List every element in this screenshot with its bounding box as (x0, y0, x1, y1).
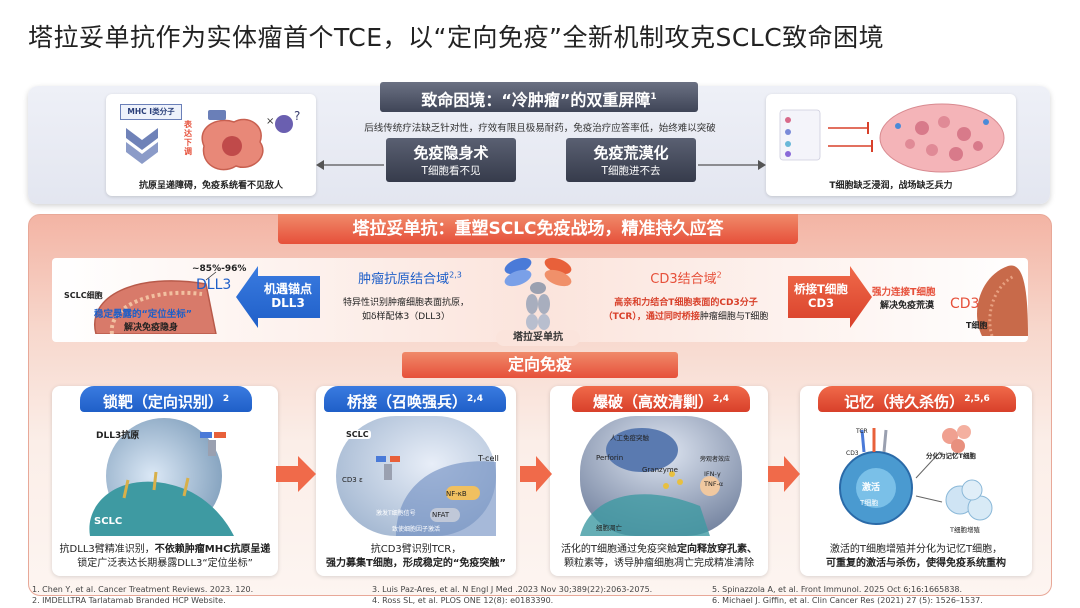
dilemma-heading: 致命困境：“冷肿瘤”的双重屏障1 (380, 82, 698, 112)
reference-6: 6. Michael J. Giffin, et al. Clin Cancer… (712, 596, 983, 605)
bridge-synapse-image (336, 416, 496, 536)
cd3e-label: CD3 ε (342, 476, 363, 484)
step-lock-title: 锁靶（定向识别）2 (80, 386, 252, 412)
svg-text:?: ? (294, 109, 300, 123)
reference-2: 2. IMDELLTRA Tarlatamab Branded HCP Webs… (32, 596, 226, 605)
right-mid-caption1: 强力连接T细胞 (872, 287, 936, 298)
dll3-label-left: DLL3 (196, 277, 232, 293)
sclc-label-step1: SCLC (94, 516, 123, 527)
directed-immunity-banner: 定向免疫 (402, 352, 678, 378)
immune-desert-box: 免疫荒漠化 T细胞进不去 (566, 138, 696, 182)
reference-1: 1. Chen Y, et al. Cancer Treatment Revie… (32, 585, 254, 594)
drug-label: 塔拉妥单抗 (496, 330, 580, 346)
step-bridge-caption: 抗CD3臂识别TCR， 强力募集T细胞，形成稳定的“免疫突触” (326, 544, 506, 569)
left-dilemma-caption: 抗原呈递障碍，免疫系统看不见敌人 (138, 181, 283, 191)
cd3-label-right: CD3 (950, 296, 980, 312)
step-bridge-title: 桥接（召唤强兵）2,4 (324, 386, 506, 412)
artificial-synapse-label: 人工免疫突触 (610, 434, 649, 442)
step-arrow-icon-3 (768, 456, 800, 492)
left-mid-caption2: 解决免疫隐身 (124, 323, 179, 333)
nfkb-label: NF-κB (446, 490, 467, 498)
dilemma-description: 后线传统疗法缺乏针对性，疗效有限且极易耐药，免疫治疗应答率低，始终难以突破 (364, 123, 716, 134)
tumor-antigen-domain-title: 肿瘤抗原结合域2,3 (358, 270, 462, 287)
tcell-label-step2: T-cell (478, 454, 499, 463)
reference-4: 4. Ross SL, et al. PLOS ONE 12(8): e0183… (372, 596, 554, 605)
sclc-label-step3: SCLC (724, 524, 741, 532)
cytokine-label: 致使细胞因子激活 (392, 526, 441, 533)
bridge-cd3-arrow (788, 266, 872, 328)
svg-text:×: × (266, 116, 274, 127)
sclc-cell-dll3-icon (93, 271, 217, 334)
ifn-label: IFN-γ (704, 470, 721, 478)
dll3-recognition-image (89, 418, 234, 536)
granzyme-label: Granzyme (642, 466, 678, 474)
bispecific-antibody-icon (504, 257, 572, 330)
proliferation-label: T细胞增殖 (950, 526, 980, 534)
tumor-cell-icon: × ? (201, 109, 300, 171)
left-mid-caption1: 稳定暴露的“定位坐标” (94, 309, 192, 320)
tcell-icon (977, 265, 1028, 336)
immune-invisibility-box: 免疫隐身术 T细胞看不见 (386, 138, 516, 182)
tumor-antigen-domain-desc: 特异性识别肿瘤细胞表面抗原， 如δ样配体3（DLL3） (342, 298, 469, 322)
immune-desert-sub: T细胞进不去 (601, 165, 661, 177)
bridge-cd3-label: 桥接T细胞 CD3 (794, 282, 848, 310)
step-memory-box (800, 386, 1032, 576)
nfat-label: NFAT (432, 511, 450, 519)
sclc-label-step2: SCLC (344, 430, 371, 439)
tcell-label-step4: T细胞 (860, 499, 879, 507)
antigen-presentation-illustration: MHC I类分子 × ? 表达下调 抗原呈递障碍，免疫系统看不见敌人 (106, 94, 316, 196)
cd3-label-step4: CD3 (846, 450, 859, 457)
step-memory-caption: 激活的T细胞增殖并分化为记忆T细胞， 可重复的激活与杀伤，使得免疫系统重构 (826, 544, 1006, 569)
page-title: 塔拉妥单抗作为实体瘤首个TCE，以“定向免疫”全新机制攻克SCLC致命困境 (28, 23, 885, 52)
immune-invisibility-sub: T细胞看不见 (421, 165, 481, 177)
mechanism-heading: 塔拉妥单抗：重塑SCLC免疫战场，精准持久应答 (278, 214, 798, 244)
anchor-dll3-arrow (236, 266, 320, 328)
immune-invisibility-title: 免疫隐身术 (413, 144, 489, 162)
cd3-domain-title: CD3结合域2 (650, 270, 722, 287)
right-dilemma-caption: T细胞缺乏浸润，战场缺乏兵力 (829, 181, 953, 191)
mhc-tag: MHC I类分子 (120, 104, 182, 120)
step-memory-title: 记忆（持久杀伤）2,5,6 (818, 386, 1016, 412)
tcell-label-right: T细胞 (966, 321, 988, 330)
apoptosis-label: 细胞凋亡 (596, 524, 622, 532)
step-lock-caption: 抗DLL3臂精准识别，不依赖肿瘤MHC抗原呈递 锁定广泛表达长期暴露DLL3“定… (59, 544, 271, 569)
downregulation-label: 表达下调 (184, 120, 192, 156)
perforin-label: Perforin (596, 454, 624, 462)
dll3-percentage: ~85%-96% (192, 264, 247, 274)
anchor-dll3-label: 机遇锚点 DLL3 (263, 282, 312, 310)
tcr-label: TCR (856, 428, 868, 435)
tcell-infiltration-illustration: T细胞缺乏浸润，战场缺乏兵力 (766, 94, 1016, 196)
step-arrow-icon-1 (276, 456, 316, 492)
right-mid-caption2: 解决免疫荒漠 (880, 301, 935, 311)
tcell-signal-label: 激发T细胞信号 (376, 510, 416, 517)
activation-label: 激活 (862, 483, 881, 493)
memory-tcell-image (839, 425, 993, 525)
step-burst-caption: 活化的T细胞通过免疫突触定向释放穿孔素、 颗粒素等，诱导肿瘤细胞凋亡完成精准清除 (560, 544, 758, 569)
tnf-label: TNF-α (704, 480, 724, 488)
chevron-down-icon (126, 128, 158, 164)
dll3-antigen-label: DLL3抗原 (96, 431, 140, 441)
sclc-cell-label: SCLC细胞 (64, 291, 103, 300)
step-arrow-icon-2 (520, 456, 552, 492)
immune-desert-title: 免疫荒漠化 (593, 144, 669, 162)
reference-3: 3. Luis Paz-Ares, et al. N Engl J Med .2… (372, 585, 653, 594)
step-burst-title: 爆破（高效清剿）2,4 (572, 386, 750, 412)
cd3-domain-desc: 高亲和力结合T细胞表面的CD3分子 （TCR），通过同时桥接肿瘤细胞与T细胞 (603, 298, 769, 322)
bystander-label: 旁观者效应 (700, 456, 731, 463)
tumor-microenvironment-icon (779, 103, 1005, 173)
arrow-right-icon (698, 160, 766, 170)
tumor-kill-image (580, 416, 742, 536)
memory-diff-label: 分化为记忆T细胞 (926, 452, 976, 460)
reference-5: 5. Spinazzola A, et al. Front Immunol. 2… (712, 585, 963, 594)
arrow-left-icon (316, 160, 384, 170)
